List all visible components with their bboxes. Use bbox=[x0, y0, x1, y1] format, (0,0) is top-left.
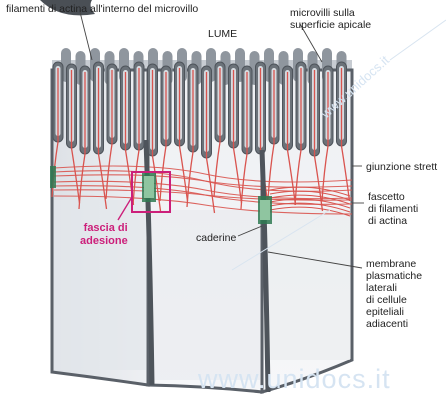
label-membrane-line2: plasmatiche bbox=[366, 270, 422, 282]
label-fascetto-line2: di filamenti bbox=[368, 203, 418, 215]
label-fascetto: fascetto di filamenti di actina bbox=[368, 191, 418, 227]
label-giunzione: giunzione strett bbox=[366, 161, 437, 173]
label-fascia-line2: adesione bbox=[80, 235, 128, 248]
label-membrane-line3: laterali bbox=[366, 282, 422, 294]
label-membrane-line5: epiteliali bbox=[366, 306, 422, 318]
label-filament-microvillus: filamenti di actina all'interno del micr… bbox=[6, 3, 198, 15]
label-fascia-line1: fascia di bbox=[80, 222, 128, 235]
label-membrane-line1: membrane bbox=[366, 258, 422, 270]
label-caderine: caderine bbox=[196, 232, 236, 244]
cadherin-junction-right bbox=[258, 196, 272, 224]
label-membrane-line6: adiacenti bbox=[366, 318, 422, 330]
watermark-bottom: www.unidocs.it bbox=[198, 364, 391, 395]
label-membrane-line4: di cellule bbox=[366, 294, 422, 306]
label-microvilli-line2: superficie apicale bbox=[290, 19, 371, 31]
label-lume: LUME bbox=[208, 28, 237, 40]
lower-cytoplasm-right bbox=[264, 210, 350, 360]
label-microvilli: microvilli sulla superficie apicale bbox=[290, 7, 371, 31]
label-fascia-adesione: fascia di adesione bbox=[80, 222, 128, 248]
label-fascetto-line1: fascetto bbox=[368, 191, 418, 203]
label-membrane: membrane plasmatiche laterali di cellule… bbox=[366, 258, 422, 330]
cadherin-junction-left bbox=[142, 172, 156, 202]
label-fascetto-line3: di actina bbox=[368, 215, 418, 227]
label-microvilli-line1: microvilli sulla bbox=[290, 7, 371, 19]
cadherin-junction-outer bbox=[50, 166, 56, 188]
